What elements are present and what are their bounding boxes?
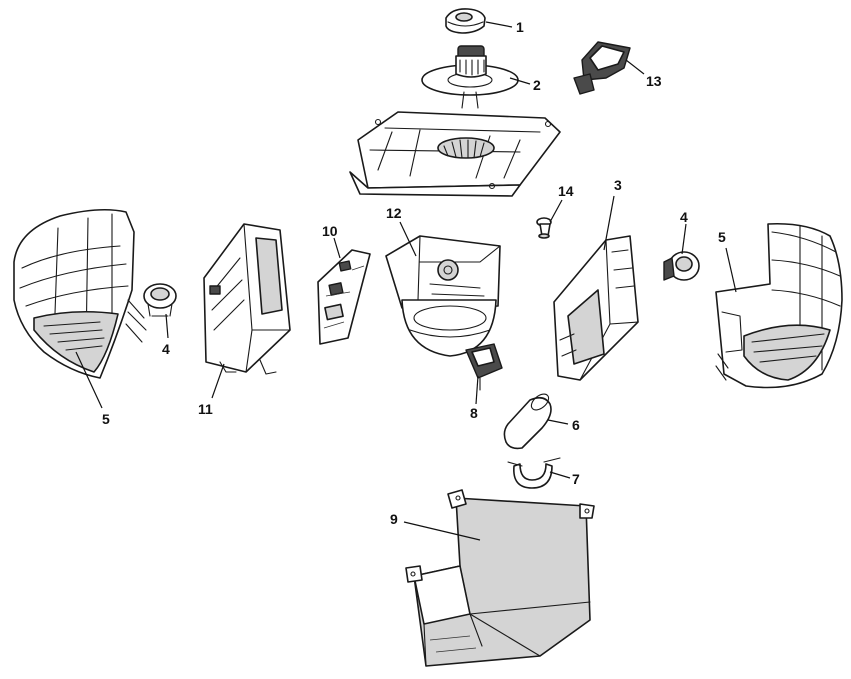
callout-5-right: 5 [718, 229, 726, 245]
callout-5-left: 5 [102, 411, 110, 427]
callout-10: 10 [322, 223, 338, 239]
part-11-housing-left [203, 223, 291, 375]
callout-2: 2 [533, 77, 541, 93]
part-10-circuit-board [317, 249, 371, 345]
callout-6: 6 [572, 417, 580, 433]
part-6-lens [503, 393, 552, 450]
part-3-housing-right [553, 235, 639, 381]
callout-12: 12 [386, 205, 402, 221]
part-4-right-socket [663, 251, 700, 281]
part-9-lower-cover [405, 489, 595, 667]
callout-1: 1 [516, 19, 524, 35]
callout-3: 3 [614, 177, 622, 193]
callout-14: 14 [558, 183, 574, 199]
part-1-cap [445, 8, 486, 34]
callout-7: 7 [572, 471, 580, 487]
callout-4-right: 4 [680, 209, 688, 225]
part-2-sprocket-plate [421, 45, 519, 109]
callout-labels: 1 2 13 14 3 4 4 5 5 10 12 11 8 6 7 9 [102, 19, 726, 527]
part-13-bracket [573, 41, 631, 95]
motor-chassis [349, 111, 561, 197]
part-7-clip [507, 457, 561, 489]
part-14-screw [536, 217, 552, 239]
part-8-switch [465, 343, 503, 391]
callout-4-left: 4 [162, 341, 170, 357]
leader-lines [75, 21, 737, 541]
callout-9: 9 [390, 511, 398, 527]
part-12-motor-housing [385, 235, 501, 357]
callout-13: 13 [646, 73, 662, 89]
callout-11: 11 [198, 401, 213, 417]
callout-8: 8 [470, 405, 478, 421]
part-5-left-cover [13, 208, 147, 379]
part-4-left-socket [143, 283, 177, 317]
part-5-right-cover [715, 222, 843, 389]
